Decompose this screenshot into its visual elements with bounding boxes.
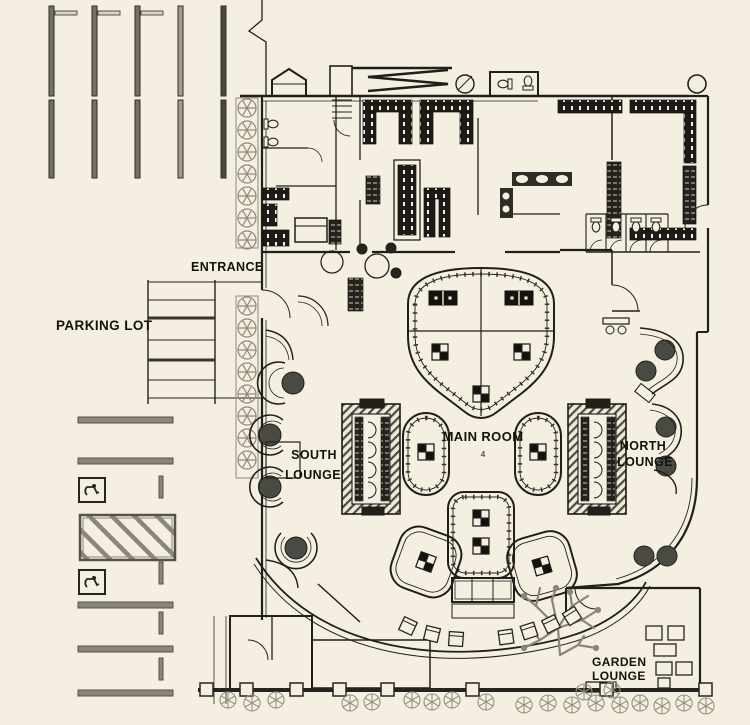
label-south-lounge-2: LOUNGE: [285, 468, 341, 482]
stage-table: [451, 577, 515, 619]
boundary-break-line: [247, 0, 267, 96]
ramp-arrow: [329, 65, 452, 137]
label-north-lounge-2: LOUNGE: [617, 455, 673, 469]
entrance-stairs: [77, 280, 261, 424]
bar-south: [341, 398, 401, 516]
label-garden-lounge-1: GARDEN: [592, 655, 646, 669]
crosswalk-hatch: [78, 513, 177, 562]
south-booth-cluster: [389, 491, 578, 602]
roof-symbol: [271, 67, 307, 97]
bar-north: [567, 398, 627, 516]
label-garden-lounge-2: LOUNGE: [592, 669, 646, 683]
corner-stair-symbol: [455, 74, 475, 94]
site-wall-bottom: [198, 682, 713, 697]
label-entrance: ENTRANCE: [191, 260, 264, 274]
north-booth-cluster: [407, 266, 555, 419]
south-lounge-banquettes: [249, 329, 318, 589]
restroom-fixtures: [263, 75, 662, 233]
parking-stripes-top: [48, 5, 227, 179]
floor-plan-labels: PARKING LOT ENTRANCE SOUTH LOUNGE MAIN R…: [56, 260, 673, 683]
label-south-lounge-1: SOUTH: [291, 448, 337, 462]
north-lounge-banquettes: [633, 327, 684, 567]
garden-tree: [520, 584, 602, 657]
main-room-ovals: [402, 412, 562, 496]
promenade-curve: [253, 557, 651, 659]
label-north-lounge-1: NORTH: [620, 439, 666, 453]
kitchen-equipment: [262, 99, 697, 247]
label-main-room: MAIN ROOM: [443, 429, 524, 444]
parking-lot-lower: [77, 457, 174, 697]
garden-furniture: [398, 605, 693, 693]
label-main-room-marker: 4: [481, 450, 486, 459]
lobby-furniture: [297, 242, 630, 335]
accessible-parking-signs: [78, 477, 106, 595]
label-parking-lot: PARKING LOT: [56, 318, 153, 333]
